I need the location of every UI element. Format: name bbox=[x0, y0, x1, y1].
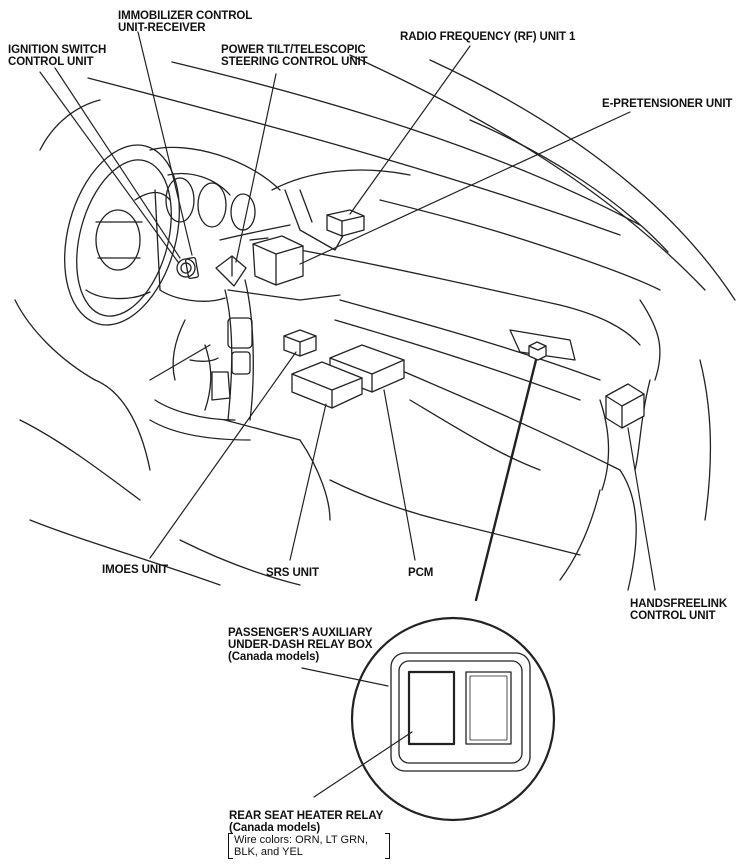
pcm-label: PCM bbox=[408, 567, 434, 579]
e-pretensioner-unit-label: E-PRETENSIONER UNIT bbox=[602, 98, 733, 110]
immobilizer-control-unit-label: IMMOBILIZER CONTROL UNIT-RECEIVER bbox=[118, 10, 253, 34]
component-boxes bbox=[215, 209, 645, 429]
wire-colors-note: Wire colors: ORN, LT GRN, BLK, and YEL bbox=[234, 834, 369, 858]
handsfreelink-control-unit-label: HANDSFREELINK CONTROL UNIT bbox=[630, 598, 728, 622]
power-tilt-box bbox=[215, 255, 247, 287]
handsfreelink-box bbox=[605, 383, 645, 429]
e-pretensioner-box bbox=[252, 235, 304, 286]
imoes-unit-label: IMOES UNIT bbox=[102, 564, 169, 576]
wire-colors-right-bracket bbox=[385, 833, 390, 859]
relay-box-small bbox=[528, 341, 547, 361]
radio-frequency-unit-label: RADIO FREQUENCY (RF) UNIT 1 bbox=[400, 31, 576, 43]
relay-box-small-top bbox=[528, 345, 547, 351]
wire-colors-left-bracket bbox=[228, 833, 233, 859]
leader-lines bbox=[39, 31, 656, 798]
ignition-switch bbox=[176, 256, 199, 280]
srs-unit-label: SRS UNIT bbox=[266, 567, 319, 579]
center-console bbox=[149, 224, 341, 441]
windshield-lines bbox=[87, 54, 736, 301]
power-tilt-telescopic-label: POWER TILT/TELESCOPIC STEERING CONTROL U… bbox=[221, 44, 368, 68]
steering-wheel bbox=[64, 144, 180, 326]
ignition-switch-control-unit-label: IGNITION SWITCH CONTROL UNIT bbox=[8, 44, 107, 68]
upper-dash bbox=[179, 169, 712, 591]
left-door-lines bbox=[14, 99, 221, 586]
instrument-cluster bbox=[149, 146, 281, 302]
zoom-detail bbox=[350, 616, 556, 822]
rf-unit-box bbox=[326, 209, 365, 237]
passenger-relay-box-label: PASSENGER’S AUXILIARY UNDER-DASH RELAY B… bbox=[228, 627, 373, 663]
rear-seat-heater-relay-label: REAR SEAT HEATER RELAY (Canada models) bbox=[229, 810, 384, 834]
